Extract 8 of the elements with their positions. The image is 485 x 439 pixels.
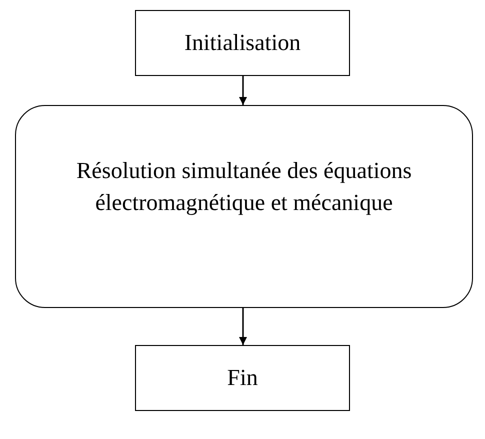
process-rounded-box (15, 105, 473, 308)
arrow (239, 76, 247, 105)
process-box (135, 10, 350, 76)
node-label: Initialisation (184, 29, 301, 57)
process-box (135, 345, 350, 411)
node-label: Fin (227, 364, 258, 392)
node-label: Résolution simultanée des équations électromagnétique et mécanique (76, 156, 412, 217)
arrow (239, 308, 247, 345)
